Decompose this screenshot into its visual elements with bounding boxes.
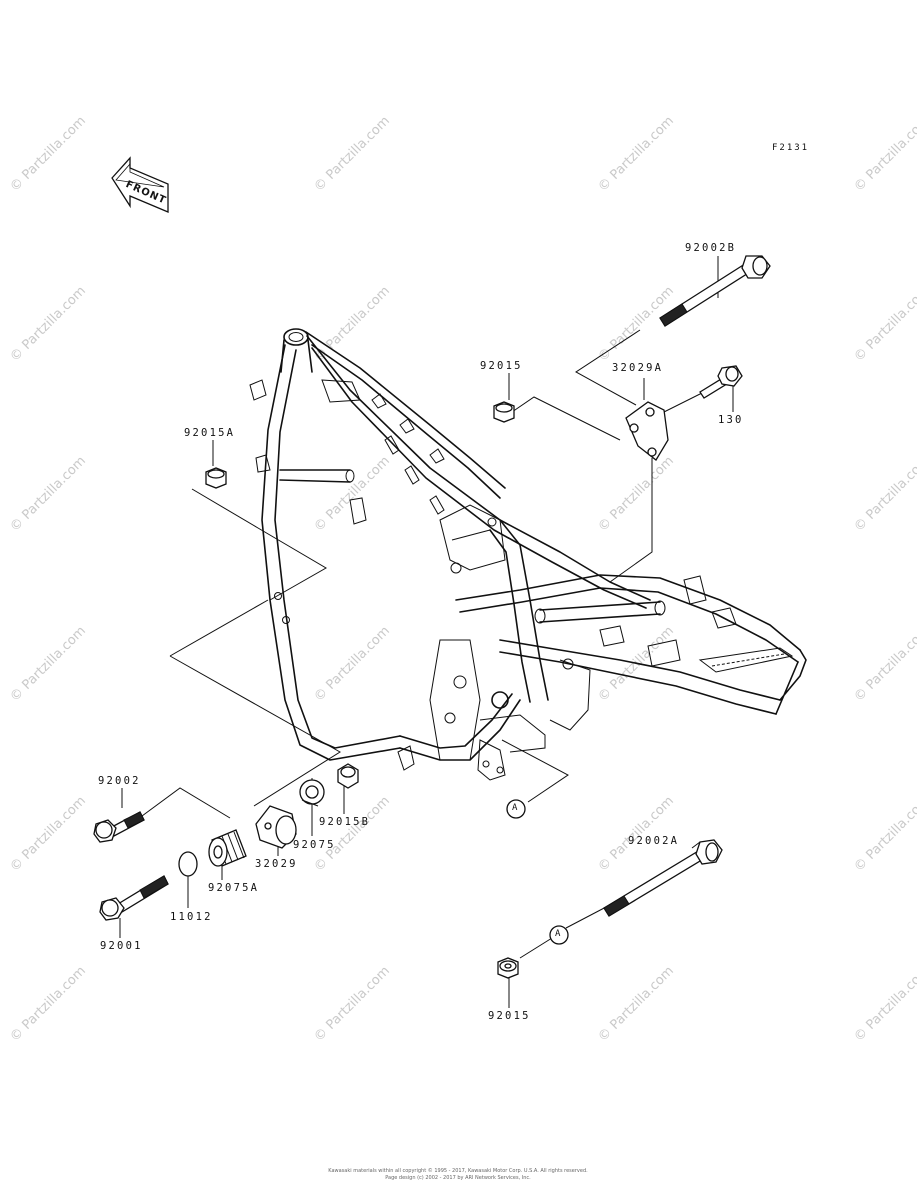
part-label-32029: 32029 bbox=[255, 858, 298, 870]
bushing-92075a-icon bbox=[208, 829, 247, 867]
part-label-92015a: 92015A bbox=[184, 427, 236, 439]
bolt-92002a-icon bbox=[603, 839, 723, 917]
copyright-line-1: Kawasaki materials within all copyright … bbox=[328, 1168, 588, 1174]
front-arrow-icon bbox=[111, 156, 169, 213]
collar-92075-icon bbox=[299, 779, 325, 807]
motorcycle-frame bbox=[249, 328, 807, 781]
part-label-92015-top: 92015 bbox=[480, 360, 523, 372]
bolt-92002b-icon bbox=[659, 255, 771, 327]
figure-id: F2131 bbox=[772, 143, 810, 153]
part-label-92075a: 92075A bbox=[208, 882, 260, 894]
part-label-32029a: 32029A bbox=[612, 362, 664, 374]
part-label-130: 130 bbox=[718, 414, 744, 426]
part-label-92075: 92075 bbox=[293, 839, 336, 851]
copyright-line-2: Page design (c) 2002 - 2017 by ARI Netwo… bbox=[385, 1175, 531, 1181]
part-label-92002b: 92002B bbox=[685, 242, 737, 254]
leader-lines bbox=[119, 256, 734, 1008]
callout-a-upper: A bbox=[512, 803, 518, 813]
part-label-92015-bottom: 92015 bbox=[488, 1010, 531, 1022]
mount-32029-icon bbox=[255, 805, 297, 849]
part-label-92001: 92001 bbox=[100, 940, 143, 952]
washer-11012-icon bbox=[178, 851, 198, 877]
part-label-92015b: 92015B bbox=[319, 816, 371, 828]
callout-a-lower: A bbox=[555, 929, 561, 939]
nut-92015b-icon bbox=[337, 763, 359, 789]
part-label-92002a: 92002A bbox=[628, 835, 680, 847]
nut-92015-bottom-icon bbox=[497, 957, 519, 979]
part-label-11012: 11012 bbox=[170, 911, 213, 923]
bolt-92002-icon bbox=[93, 811, 145, 843]
callout-a-upper-circle bbox=[506, 799, 526, 819]
callout-a-lower-circle bbox=[549, 925, 569, 945]
bolt-92001-icon bbox=[99, 875, 169, 921]
bolt-130-icon bbox=[699, 365, 743, 399]
nut-92015a-icon bbox=[205, 467, 227, 489]
bracket-32029a-icon bbox=[625, 401, 669, 461]
hardware-parts bbox=[93, 255, 771, 979]
part-label-92002: 92002 bbox=[98, 775, 141, 787]
nut-92015-top-icon bbox=[493, 401, 515, 423]
